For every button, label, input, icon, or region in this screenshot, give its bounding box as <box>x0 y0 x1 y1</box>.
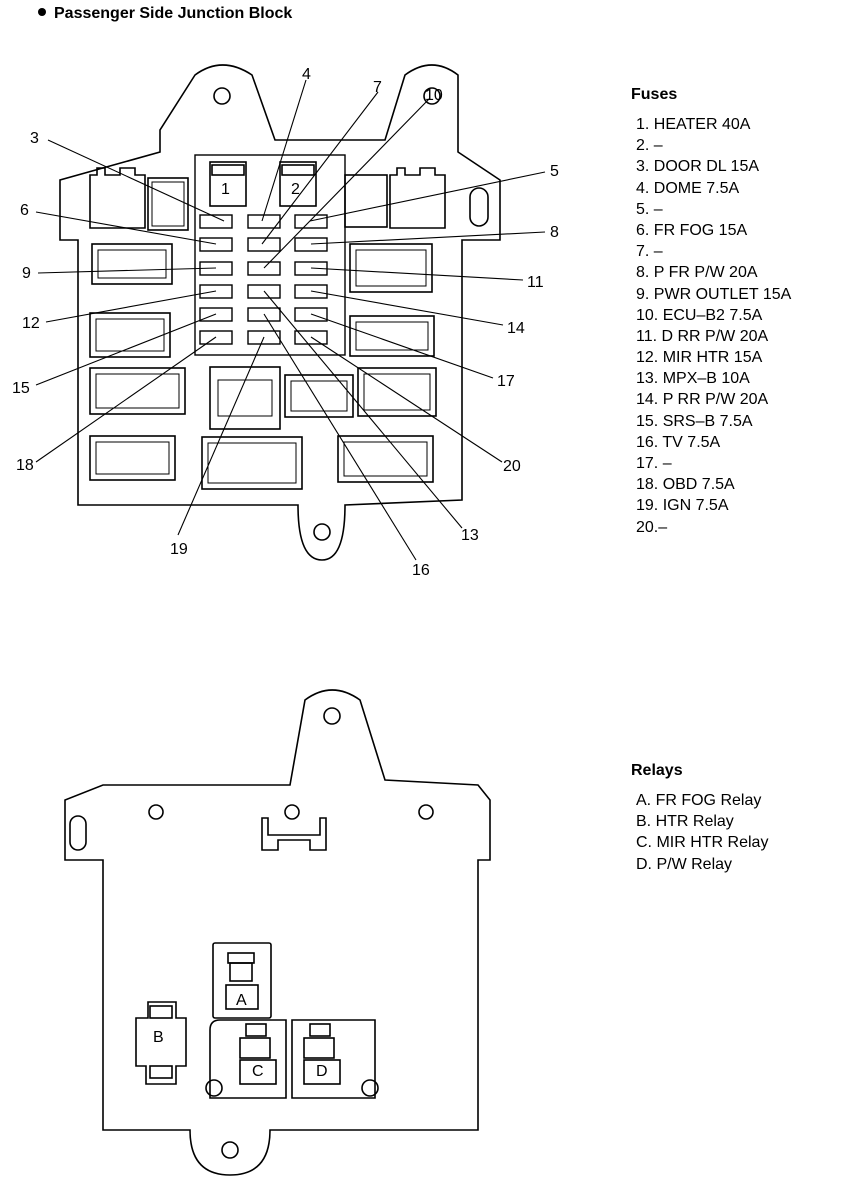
callout-label: 13 <box>461 527 479 544</box>
callout-label: 8 <box>550 224 559 241</box>
relay-a-label: A <box>236 992 247 1009</box>
callout-label: 15 <box>12 380 30 397</box>
relay-c-label: C <box>252 1063 264 1080</box>
relay-legend-item: B. HTR Relay <box>636 813 734 831</box>
relays-heading: Relays <box>631 762 683 779</box>
fuse-legend-item: 13. MPX–B 10A <box>636 370 750 388</box>
callout-label: 9 <box>22 265 31 282</box>
fuse-slot-2-label: 2 <box>291 181 300 198</box>
fuse-legend-item: 18. OBD 7.5A <box>636 476 735 494</box>
fuse-legend-item: 11. D RR P/W 20A <box>636 327 769 345</box>
fuses-heading: Fuses <box>631 86 678 103</box>
fuse-legend-item: 6. FR FOG 15A <box>636 221 748 239</box>
fuse-legend-item: 15. SRS–B 7.5A <box>636 412 753 430</box>
diagram-title-text: Passenger Side Junction Block <box>54 5 293 22</box>
callout-label: 11 <box>527 274 544 291</box>
callout-label: 20 <box>503 458 521 475</box>
relay-d-label: D <box>316 1063 328 1080</box>
fuse-legend-item: 4. DOME 7.5A <box>636 179 740 197</box>
callout-label: 5 <box>550 163 559 180</box>
relay-legend-item: A. FR FOG Relay <box>636 792 762 809</box>
callout-label: 16 <box>412 562 430 579</box>
callout-label: 4 <box>302 66 311 83</box>
fuse-legend-item: 19. IGN 7.5A <box>636 497 729 515</box>
callout-label: 6 <box>20 202 29 219</box>
callout-label: 19 <box>170 541 188 558</box>
callout-label: 12 <box>22 315 40 332</box>
callout-label: 10 <box>425 87 443 104</box>
callout-label: 3 <box>30 130 39 147</box>
fuse-legend-item: 12. MIR HTR 15A <box>636 349 763 367</box>
fuse-legend-item: 17. – <box>636 455 672 472</box>
fuse-legend-item: 2. – <box>636 137 663 155</box>
relay-b-label: B <box>153 1029 164 1046</box>
fuse-slot-1-label: 1 <box>221 181 230 198</box>
fuse-legend-item: 3. DOOR DL 15A <box>636 158 760 176</box>
fuse-legend-item: 16. TV 7.5A <box>636 433 721 451</box>
fuse-legend-item: 9. PWR OUTLET 15A <box>636 285 792 303</box>
fuse-legend-item: 10. ECU–B2 7.5A <box>636 306 763 324</box>
relay-block-outline <box>64 689 491 1176</box>
bullet-icon <box>38 7 46 16</box>
relay-legend-item: C. MIR HTR Relay <box>636 834 769 852</box>
fuse-legend-item: 14. P RR P/W 20A <box>636 391 769 409</box>
fuse-legend-item: 1. HEATER 40A <box>636 116 751 133</box>
fuse-block-outline <box>59 64 501 561</box>
fuse-legend-item: 7. – <box>636 243 663 261</box>
fuse-legend-item: 8. P FR P/W 20A <box>636 264 758 282</box>
fuse-legend-item: 20.– <box>636 518 668 536</box>
relay-legend-item: D. P/W Relay <box>636 855 733 873</box>
callout-label: 17 <box>497 373 515 390</box>
relay-legend-list: A. FR FOG Relay B. HTR Relay C. MIR HTR … <box>636 790 768 875</box>
callout-label: 14 <box>507 320 525 337</box>
fuse-legend-list: 1. HEATER 40A 2. – 3. DOOR DL 15A 4. DOM… <box>636 114 791 538</box>
callout-label: 18 <box>16 457 34 474</box>
diagram-title: Passenger Side Junction Block <box>38 5 292 23</box>
fuse-legend-item: 5. – <box>636 200 663 218</box>
callout-label: 7 <box>373 79 382 96</box>
